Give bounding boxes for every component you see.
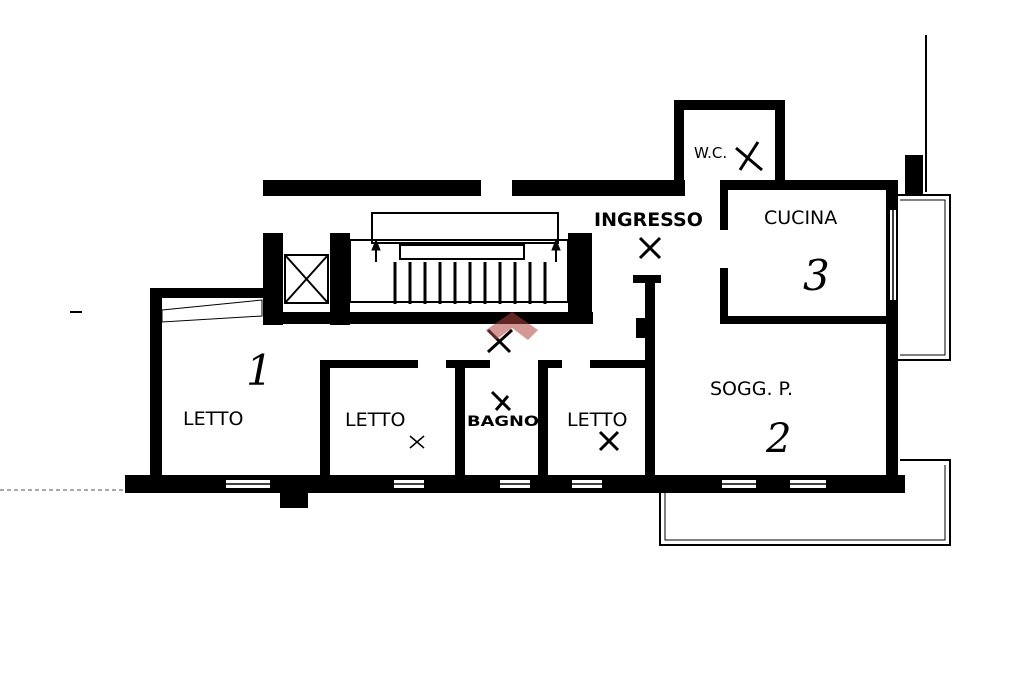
lift-shaft [284, 254, 329, 304]
letto3-label: LETTO [567, 409, 627, 431]
wc-top-wall [674, 100, 785, 110]
bottom-pillar [280, 490, 308, 508]
top-wall-right [512, 180, 685, 196]
wc-label: W.C. [694, 144, 727, 162]
soggiorno-number: 2 [765, 416, 791, 462]
stair-right-wall [568, 233, 592, 323]
watermark-logo [486, 312, 538, 340]
light-points [409, 141, 763, 452]
wall-ingresso-stub [633, 275, 661, 283]
right-corner-block [905, 155, 923, 195]
top-wall-left [263, 180, 481, 196]
wc-left-wall [674, 100, 684, 190]
wall-cucina-left [720, 190, 728, 230]
wall-bagno-left [455, 360, 465, 480]
wall-bagno-right [538, 360, 548, 480]
ingresso-label: INGRESSO [594, 209, 703, 231]
cucina-number: 3 [803, 251, 830, 300]
outer-walls [125, 100, 923, 508]
letto1-label: LETTO [183, 408, 243, 430]
wall-letto3-top-right [590, 360, 652, 368]
kitchen-top-wall [720, 180, 898, 190]
balconies [161, 35, 951, 546]
stair-left-wall [330, 233, 350, 325]
letto2-label: LETTO [345, 409, 405, 431]
left-wall [150, 288, 162, 488]
stair-block-left [263, 233, 283, 325]
interior-walls [320, 190, 890, 480]
wall-letto1-letto2 [320, 360, 330, 480]
wall-cucina-bottom [720, 316, 890, 324]
wall-soggiorno-left [645, 275, 655, 480]
wall-stub-ingresso [636, 318, 650, 338]
letto1-number: 1 [246, 346, 273, 395]
staircase [349, 212, 569, 304]
wc-right-wall [775, 100, 785, 190]
cucina-label: CUCINA [764, 207, 837, 229]
bagno-label: BAGNO [467, 414, 539, 430]
windows-bottom [226, 210, 896, 488]
stair-bottom-wall [263, 312, 593, 324]
right-wall-lower [886, 320, 898, 490]
wall-cucina-left-lower [720, 268, 728, 324]
wall-bagno-top [446, 360, 490, 368]
left-top-wall [150, 288, 280, 298]
wall-letto2-top [320, 360, 418, 368]
wall-letto3-top [538, 360, 562, 368]
soggiorno-label: SOGG. P. [710, 378, 793, 400]
